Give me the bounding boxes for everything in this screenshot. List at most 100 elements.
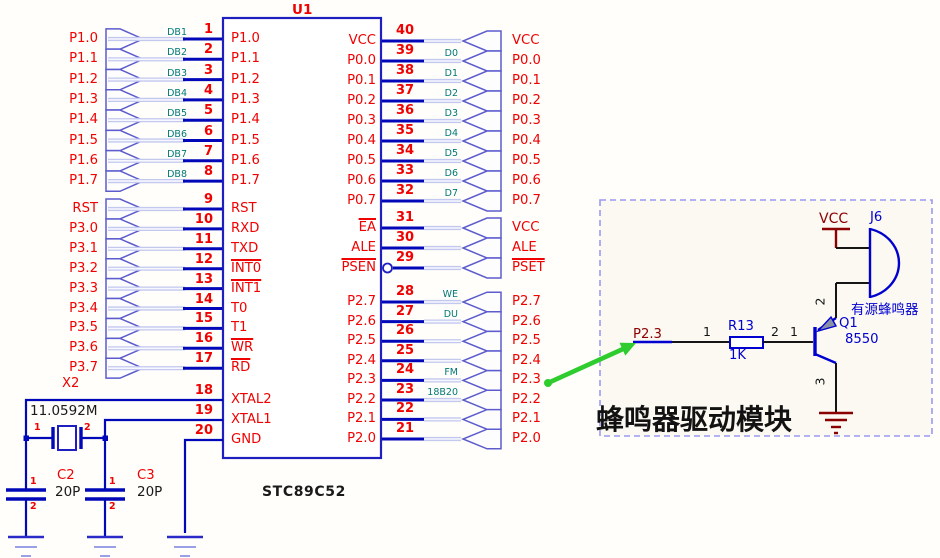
port-label: P3.5 <box>69 320 98 336</box>
transistor-pin-number: 2 <box>812 297 828 306</box>
crystal-pin-number: 2 <box>84 422 91 433</box>
pin-number: 9 <box>203 192 213 207</box>
pin-number: 5 <box>203 103 213 119</box>
net-label: D4 <box>444 128 458 139</box>
resistor-designator: R13 <box>728 319 754 334</box>
buzzer-type-label: 有源蜂鸣器 <box>851 302 919 318</box>
ground-symbol <box>167 535 203 557</box>
ic-pin-name: P1.1 <box>231 51 260 67</box>
ic-pin-name: PSEN <box>341 260 376 275</box>
net-label: DB7 <box>167 148 187 160</box>
connector-flag <box>461 170 502 192</box>
port-label: P1.2 <box>69 71 98 87</box>
port-label: P3.2 <box>69 260 98 276</box>
buzzer-symbol <box>868 227 901 299</box>
port-label: P1.7 <box>69 173 98 189</box>
cap-pin-number: 2 <box>109 501 116 512</box>
ic-body <box>221 16 383 460</box>
pin-number: 34 <box>396 143 415 158</box>
transistor-symbol <box>813 315 838 365</box>
ic-pin-name: XTAL2 <box>231 392 272 407</box>
cap-pin-number: 2 <box>30 501 37 512</box>
pin-number: 39 <box>396 43 415 58</box>
ic-pin-name: P1.7 <box>231 173 260 189</box>
ground-symbol <box>8 535 44 557</box>
connector-flag <box>461 70 502 92</box>
pin-number: 16 <box>194 331 213 347</box>
pin-number: 32 <box>396 183 415 198</box>
port-label: P0.4 <box>512 133 541 148</box>
pin-number: 37 <box>396 83 415 98</box>
port-label: P1.3 <box>69 91 98 107</box>
pin-number: 15 <box>194 311 213 327</box>
port-label: P0.0 <box>512 53 541 68</box>
pin-number: 11 <box>194 231 213 247</box>
pin-number: 30 <box>396 230 415 245</box>
transistor-pin-number: 3 <box>812 377 828 386</box>
net-label: WE <box>442 289 458 300</box>
ic-pin-name: P2.3 <box>347 372 376 388</box>
port-label: P2.1 <box>512 411 541 427</box>
pin-number: 1 <box>203 22 213 37</box>
pin-number: 27 <box>396 303 415 319</box>
port-label: P0.7 <box>512 193 541 208</box>
net-label: D7 <box>444 188 458 199</box>
crystal-value: 11.0592M <box>30 403 98 419</box>
port-label: P2.5 <box>512 333 541 349</box>
connector-flag <box>461 291 502 313</box>
pin-number: 23 <box>396 382 415 397</box>
ground-symbol <box>819 411 853 435</box>
cap-value: 20P <box>55 484 81 500</box>
ic-pin-name: P1.0 <box>231 31 260 46</box>
crystal-circuit <box>6 398 223 557</box>
connector-flag <box>461 350 502 372</box>
resistor-pin-number: 1 <box>703 324 711 339</box>
net-label: DB6 <box>167 128 187 140</box>
net-label: D5 <box>444 148 458 159</box>
crystal-pin-number: 1 <box>34 422 41 433</box>
port-label: P2.0 <box>512 431 541 446</box>
ic-pin-name: P2.1 <box>347 411 376 427</box>
module-input-net-label: P2.3 <box>633 327 662 342</box>
ic-pin-name: XTAL1 <box>231 412 272 427</box>
ic-pin-name: P1.4 <box>231 112 260 128</box>
inversion-bubble <box>382 262 393 274</box>
pin-number: 20 <box>194 423 213 438</box>
net-label: DB2 <box>167 47 187 59</box>
cap-designator: C3 <box>137 468 155 483</box>
module-vcc-label: VCC <box>819 211 849 227</box>
ic-pin-name: P0.7 <box>347 193 376 208</box>
ic-pin-name: P0.2 <box>347 93 376 108</box>
cap-designator: C2 <box>57 468 75 483</box>
pin-number: 38 <box>396 63 415 78</box>
ic-pin-name: INT0 <box>231 260 262 276</box>
pin-number: 2 <box>203 42 213 58</box>
port-label: ALE <box>512 240 537 255</box>
pin-number: 22 <box>396 401 415 417</box>
ic-pin-name: RXD <box>231 220 260 236</box>
ic-pin-name: P1.2 <box>231 71 260 87</box>
pin-number: 35 <box>396 123 415 138</box>
module-dashed-border <box>599 199 933 437</box>
connector-flag <box>461 237 502 259</box>
ic-pin-name: P2.2 <box>347 392 376 407</box>
port-label: P1.4 <box>69 112 98 128</box>
connector-flag <box>461 50 502 72</box>
pin-number: 17 <box>194 351 213 367</box>
connector-flag <box>461 217 502 239</box>
net-label: D2 <box>444 88 458 99</box>
net-label: D0 <box>444 48 458 59</box>
port-label: P2.7 <box>512 294 541 309</box>
connector-flag <box>461 389 502 411</box>
ic-pin-name: TXD <box>231 240 259 256</box>
port-label: P0.3 <box>512 113 541 128</box>
ic-pin-name: P0.1 <box>347 73 376 88</box>
pin-number: 13 <box>194 271 213 287</box>
port-label: PSET <box>512 260 545 275</box>
ground-symbol <box>87 535 123 557</box>
connector-flag <box>461 257 502 279</box>
port-label: P1.6 <box>69 152 98 168</box>
crystal-body <box>57 425 77 451</box>
green-arrow <box>544 342 636 387</box>
port-label: P2.3 <box>512 372 541 388</box>
